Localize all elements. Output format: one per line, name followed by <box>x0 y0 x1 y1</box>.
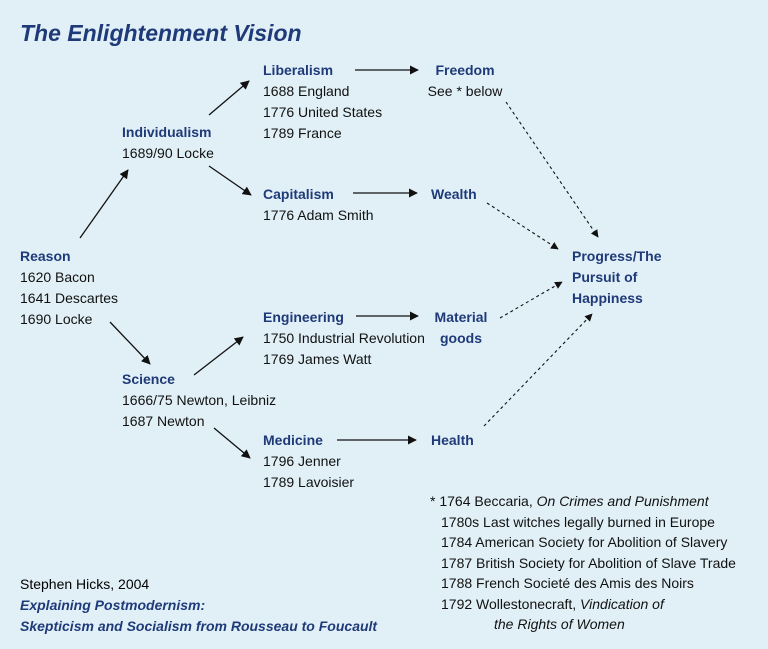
node-progress: Progress/The Pursuit of Happiness <box>572 246 684 309</box>
node-material-goods: Material goods <box>426 307 496 349</box>
arrow-science-medicine <box>213 427 251 459</box>
node-heading: Health <box>431 432 474 448</box>
arrow-science-engineering <box>193 336 244 376</box>
footnotes: * 1764 Beccaria, On Crimes and Punishmen… <box>430 491 736 635</box>
node-heading: Engineering <box>263 309 344 325</box>
node-reason: Reason 1620 Bacon 1641 Descartes 1690 Lo… <box>20 246 118 330</box>
footnote-work-title: the Rights of Women <box>494 616 625 632</box>
node-line: 1690 Locke <box>20 311 93 327</box>
arrow-reason-individualism <box>79 169 129 239</box>
footnote-work-title: On Crimes and Punishment <box>536 493 709 509</box>
book-title-line2: Skepticism and Socialism from Rousseau t… <box>20 618 378 634</box>
node-capitalism: Capitalism 1776 Adam Smith <box>263 184 374 226</box>
footnote-work-title: Vindication of <box>580 595 664 612</box>
node-line: 1687 Newton <box>122 413 205 429</box>
node-heading: Progress/The Pursuit of Happiness <box>572 248 662 306</box>
node-medicine: Medicine 1796 Jenner 1789 Lavoisier <box>263 430 354 493</box>
book-title-line1: Explaining Postmodernism: <box>20 597 206 613</box>
node-heading: Reason <box>20 248 71 264</box>
credit-block: Stephen Hicks, 2004 Explaining Postmoder… <box>20 574 377 637</box>
footnote-6: 1792 Wollestonecraft, Vindication of <box>430 594 736 615</box>
footnote-5: 1788 French Societé des Amis des Noirs <box>441 575 694 591</box>
node-heading: Freedom <box>435 62 495 78</box>
node-line: 1689/90 Locke <box>122 145 214 161</box>
node-heading: Capitalism <box>263 186 334 202</box>
node-line: 1776 United States <box>263 104 383 120</box>
node-science: Science 1666/75 Newton, Leibniz 1687 New… <box>122 369 276 432</box>
node-line: 1620 Bacon <box>20 269 95 285</box>
node-line: 1688 England <box>263 83 350 99</box>
node-line: 1796 Jenner <box>263 453 341 469</box>
page-title: The Enlightenment Vision <box>20 20 302 46</box>
footnote-text: * 1764 Beccaria, <box>430 493 537 509</box>
arrow-material-progress <box>499 281 563 319</box>
node-wealth: Wealth <box>431 184 477 205</box>
node-line: 1769 James Watt <box>263 351 372 367</box>
arrow-freedom-progress <box>505 101 599 238</box>
node-line: 1789 France <box>263 125 342 141</box>
node-line: 1641 Descartes <box>20 290 119 306</box>
arrow-individualism-capitalism <box>208 165 252 196</box>
node-line: 1750 Industrial Revolution <box>263 330 425 346</box>
footnote-2: 1780s Last witches legally burned in Eur… <box>441 513 715 530</box>
author-credit: Stephen Hicks, 2004 <box>20 576 150 592</box>
arrow-wealth-progress <box>486 202 559 250</box>
node-line: 1666/75 Newton, Leibniz <box>122 392 277 408</box>
node-heading: Material goods <box>434 309 488 346</box>
arrow-reason-science <box>109 321 151 365</box>
node-freedom: Freedom See * below <box>421 60 509 102</box>
footnote-6-cont: the Rights of Women <box>430 614 736 635</box>
node-heading: Medicine <box>263 432 323 448</box>
footnote-4: 1787 British Society for Abolition of Sl… <box>441 554 736 571</box>
node-liberalism: Liberalism 1688 England 1776 United Stat… <box>263 60 382 144</box>
node-health: Health <box>431 430 474 451</box>
node-heading: Liberalism <box>263 62 334 78</box>
footnote-1: * 1764 Beccaria, On Crimes and Punishmen… <box>430 491 736 512</box>
node-line: 1789 Lavoisier <box>263 474 355 490</box>
arrow-individualism-liberalism <box>208 80 250 116</box>
arrow-health-progress <box>483 313 593 427</box>
footnote-3: 1784 American Society for Abolition of S… <box>441 534 728 550</box>
node-engineering: Engineering 1750 Industrial Revolution 1… <box>263 307 430 370</box>
node-line: See * below <box>427 83 503 99</box>
node-heading: Science <box>122 371 175 387</box>
node-heading: Individualism <box>122 124 212 140</box>
footnote-text: 1792 Wollestonecraft, <box>441 595 581 612</box>
node-heading: Wealth <box>431 186 477 202</box>
node-individualism: Individualism 1689/90 Locke <box>122 122 214 164</box>
node-line: 1776 Adam Smith <box>263 207 374 223</box>
